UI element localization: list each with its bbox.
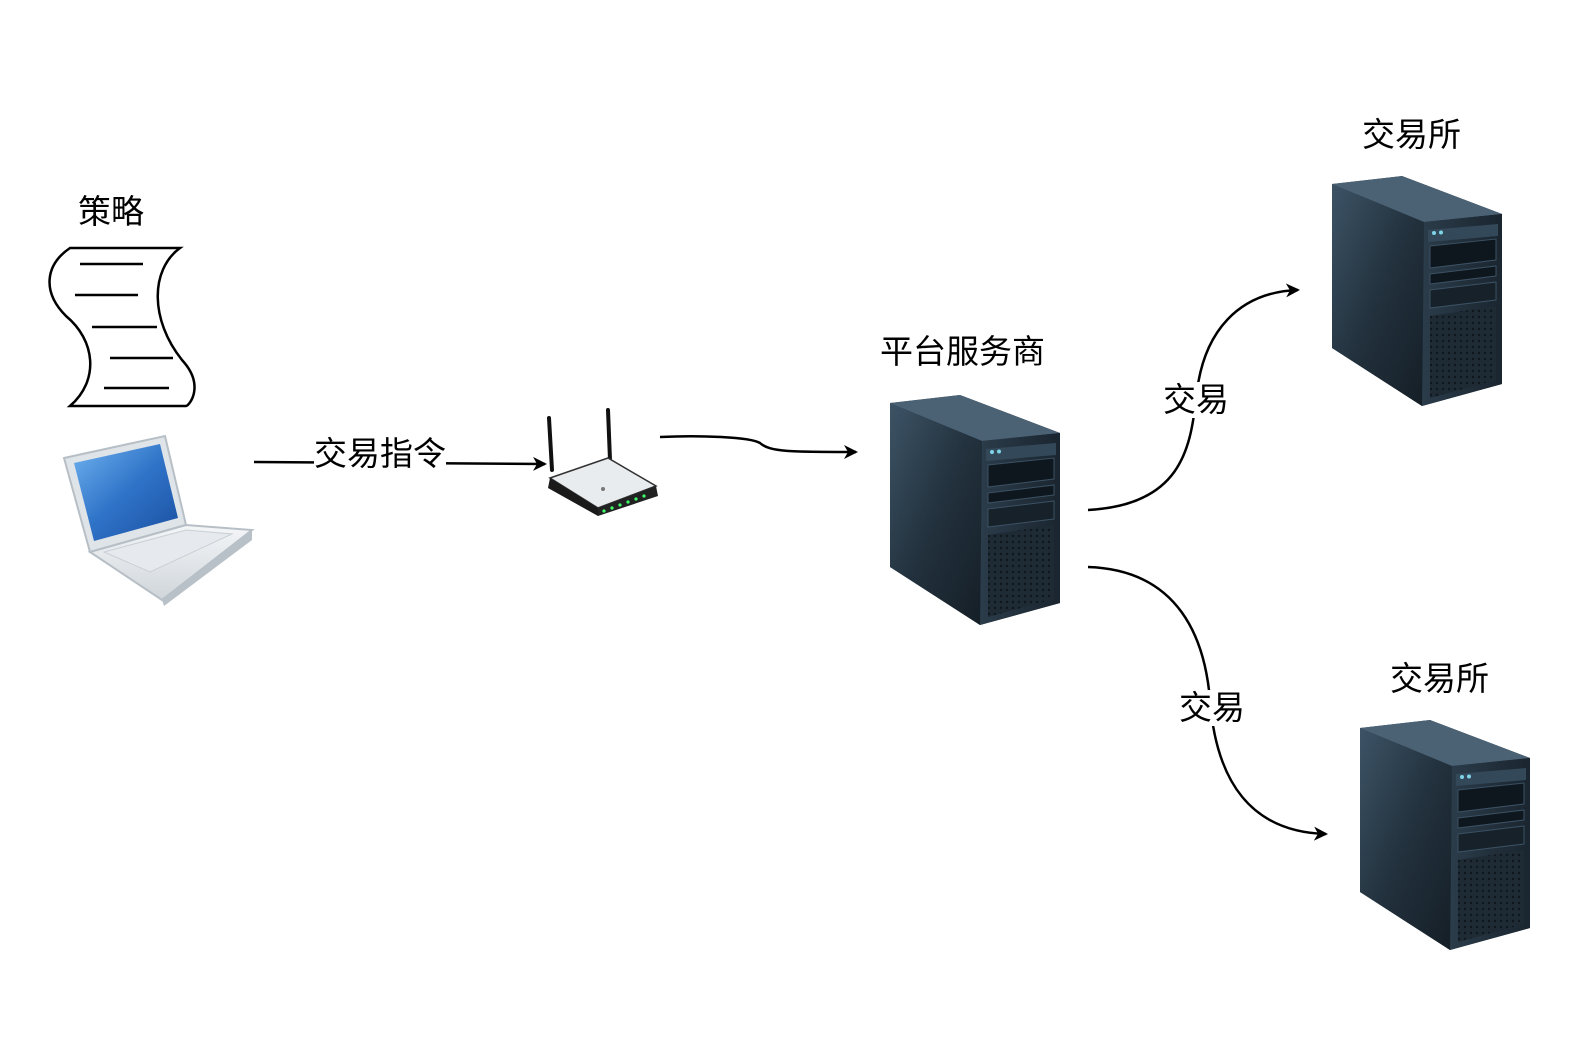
strategy-document-icon xyxy=(48,246,196,408)
platform-server-icon xyxy=(890,395,1060,625)
exchange-bottom-server-icon xyxy=(1360,720,1530,950)
wireless-router-icon xyxy=(547,408,658,516)
trade-bottom-label: 交易 xyxy=(1179,688,1245,727)
laptop-icon xyxy=(62,434,255,606)
edge-router-to-platform xyxy=(659,435,858,459)
platform-provider-label: 平台服务商 xyxy=(880,332,1045,371)
trade-top-label: 交易 xyxy=(1163,380,1229,419)
exchange-top-server-icon xyxy=(1332,176,1502,406)
exchange-bottom-label: 交易所 xyxy=(1390,659,1489,698)
strategy-label: 策略 xyxy=(78,192,144,231)
exchange-top-label: 交易所 xyxy=(1362,115,1461,154)
trade-command-label: 交易指令 xyxy=(314,434,446,473)
